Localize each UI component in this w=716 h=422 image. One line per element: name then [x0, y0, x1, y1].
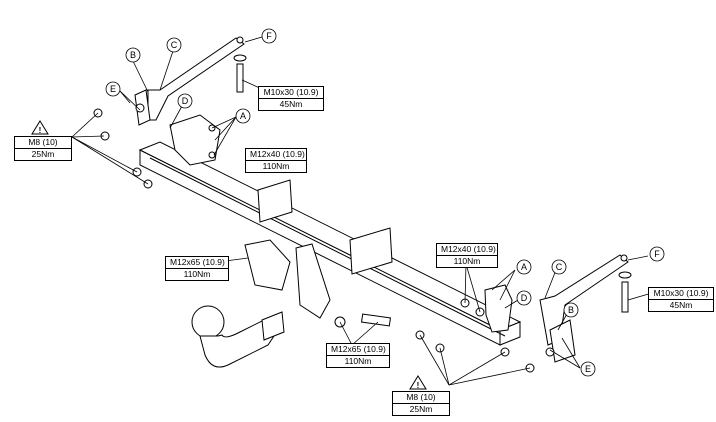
- left-side-bracket: [134, 36, 245, 126]
- callout-a-right: A: [516, 259, 532, 275]
- tow-ball: [191, 305, 285, 368]
- right-beam-bracket: [484, 284, 513, 333]
- svg-text:B: B: [130, 50, 136, 60]
- svg-text:D: D: [521, 293, 528, 303]
- spec-bolt-top-left: M10x30 (10.9) 45Nm: [258, 86, 324, 111]
- spec-size: M12x40 (10.9): [441, 244, 496, 254]
- svg-text:A: A: [521, 262, 527, 272]
- spec-nut-bottom: M8 (10) 25Nm: [392, 391, 450, 416]
- callout-c-left: C: [166, 37, 182, 53]
- callout-group: B C E D F A A C F D B E: [105, 28, 665, 377]
- spec-beam-bolt-right: M12x40 (10.9) 110Nm: [436, 243, 498, 268]
- spec-size: M10x30 (10.9): [263, 87, 319, 97]
- spec-torque: 110Nm: [327, 355, 389, 367]
- spec-torque: 110Nm: [166, 268, 228, 280]
- leader-lines: [71, 36, 653, 386]
- spec-torque: 110Nm: [246, 160, 306, 172]
- spec-nut-left: M8 (10) 25Nm: [14, 136, 72, 161]
- bolt-top-left: [236, 63, 244, 93]
- svg-text:!: !: [39, 126, 42, 135]
- spec-size: M12x65 (10.9): [331, 344, 386, 354]
- washer-top-left: [233, 54, 247, 62]
- warning-triangle-bottom: !: [409, 375, 427, 390]
- callout-e-left: E: [105, 81, 121, 97]
- callout-a-left: A: [235, 108, 251, 124]
- main-crossbar: [138, 141, 522, 346]
- spec-bolt-top-right: M10x30 (10.9) 45Nm: [648, 287, 714, 312]
- svg-text:A: A: [240, 111, 246, 121]
- spec-size: M8 (10): [28, 137, 58, 147]
- spec-torque: 45Nm: [259, 98, 323, 110]
- callout-e-right: E: [580, 361, 596, 377]
- spec-ball-bolt-bottom: M12x65 (10.9) 110Nm: [326, 343, 390, 368]
- callout-b-left: B: [125, 47, 141, 63]
- svg-text:C: C: [556, 262, 563, 272]
- callout-d-left: D: [177, 93, 193, 109]
- svg-text:F: F: [266, 31, 272, 41]
- left-beam-bracket: [169, 114, 221, 166]
- svg-text:E: E: [585, 364, 591, 374]
- fasteners: [93, 54, 632, 373]
- svg-text:B: B: [568, 305, 574, 315]
- spec-size: M10x30 (10.9): [653, 288, 709, 298]
- callout-f-left: F: [261, 28, 277, 44]
- spec-torque: 45Nm: [649, 299, 713, 311]
- spec-size: M8 (10): [406, 392, 436, 402]
- svg-text:F: F: [654, 249, 660, 259]
- warning-triangle-left: !: [31, 120, 49, 135]
- callout-b-right: B: [563, 302, 579, 318]
- callout-d-right: D: [516, 290, 532, 306]
- spec-size: M12x40 (10.9): [250, 149, 305, 159]
- spec-torque: 25Nm: [15, 148, 71, 160]
- svg-text:C: C: [171, 40, 178, 50]
- center-plates: [244, 179, 393, 319]
- bolt-top-right: [621, 281, 629, 313]
- callout-c-right: C: [551, 259, 567, 275]
- svg-text:!: !: [417, 381, 420, 390]
- spec-torque: 110Nm: [437, 255, 497, 267]
- callout-f-right: F: [649, 246, 665, 262]
- washer-top-right: [618, 271, 632, 279]
- spec-size: M12x65 (10.9): [170, 257, 225, 267]
- spec-torque: 25Nm: [393, 403, 449, 415]
- spec-beam-bolt-left: M12x40 (10.9) 110Nm: [245, 148, 307, 173]
- spec-ball-bolt-left: M12x65 (10.9) 110Nm: [165, 256, 229, 281]
- svg-text:E: E: [110, 84, 116, 94]
- svg-text:D: D: [182, 96, 189, 106]
